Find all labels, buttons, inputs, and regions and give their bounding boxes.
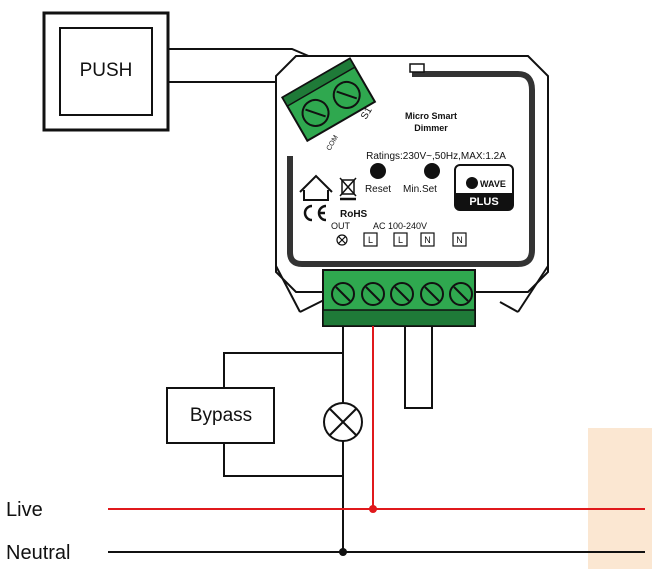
term-l1: L (368, 235, 373, 245)
zwave-plus-logo: WAVE PLUS (454, 164, 514, 211)
reset-button (370, 163, 386, 179)
neutral-label: Neutral (6, 542, 70, 564)
ac-label: AC 100-240V (373, 221, 427, 231)
term-n2: N (456, 235, 463, 245)
rohs-label: RoHS (340, 209, 368, 220)
s1-label: S1 (359, 105, 375, 121)
out-label: OUT (331, 221, 351, 231)
bypass-box: Bypass (166, 387, 275, 444)
device-title-1: Micro Smart (405, 111, 457, 121)
out-lamp-icon (336, 234, 348, 246)
lamp-icon (323, 402, 363, 442)
reset-label: Reset (365, 184, 391, 195)
power-terminal-block (322, 269, 476, 327)
weee-bin-icon (339, 177, 357, 201)
neutral-junction (339, 548, 347, 556)
device-title-2: Dimmer (414, 123, 448, 133)
zwave-label: WAVE (480, 179, 506, 189)
highlight-strip (588, 428, 652, 569)
ce-mark-icon (303, 204, 327, 222)
l-n-jumper (404, 326, 433, 409)
bypass-circuit (223, 326, 344, 552)
terminal-markers (363, 232, 467, 247)
zwave-icon (466, 177, 478, 189)
minset-label: Min.Set (403, 184, 437, 195)
live-junction (369, 505, 377, 513)
indoor-house-icon (299, 174, 333, 201)
bypass-label: Bypass (190, 405, 252, 426)
ratings-text: Ratings:230V~,50Hz,MAX:1.2A (366, 151, 506, 162)
term-l2: L (398, 235, 403, 245)
push-label: PUSH (80, 60, 133, 81)
push-switch: PUSH (42, 11, 170, 132)
term-n1: N (424, 235, 431, 245)
live-label: Live (6, 499, 43, 521)
switch-terminal-block (280, 57, 377, 143)
zwave-plus-label: PLUS (469, 196, 498, 208)
minset-button (424, 163, 440, 179)
